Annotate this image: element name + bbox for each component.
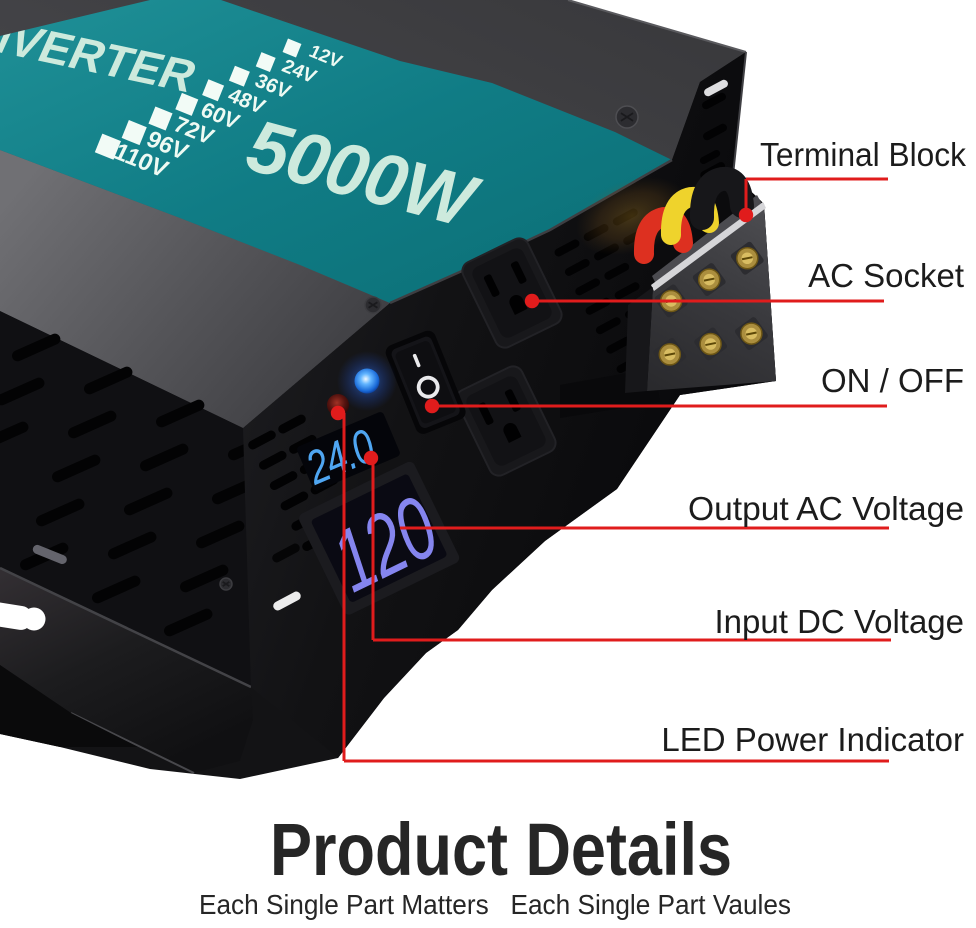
svg-text:Output AC Voltage: Output AC Voltage [688, 490, 964, 527]
svg-text:Terminal Block: Terminal Block [760, 136, 966, 173]
svg-text:ON / OFF: ON / OFF [821, 362, 964, 399]
svg-text:Each Single Part Matters Eac: Each Single Part Matters Each Single Par… [199, 889, 791, 920]
svg-text:LED Power Indicator: LED Power Indicator [661, 721, 964, 758]
svg-text:Input DC Voltage: Input DC Voltage [715, 603, 965, 640]
svg-text:Product Details: Product Details [270, 808, 732, 891]
svg-text:AC Socket: AC Socket [808, 257, 964, 294]
